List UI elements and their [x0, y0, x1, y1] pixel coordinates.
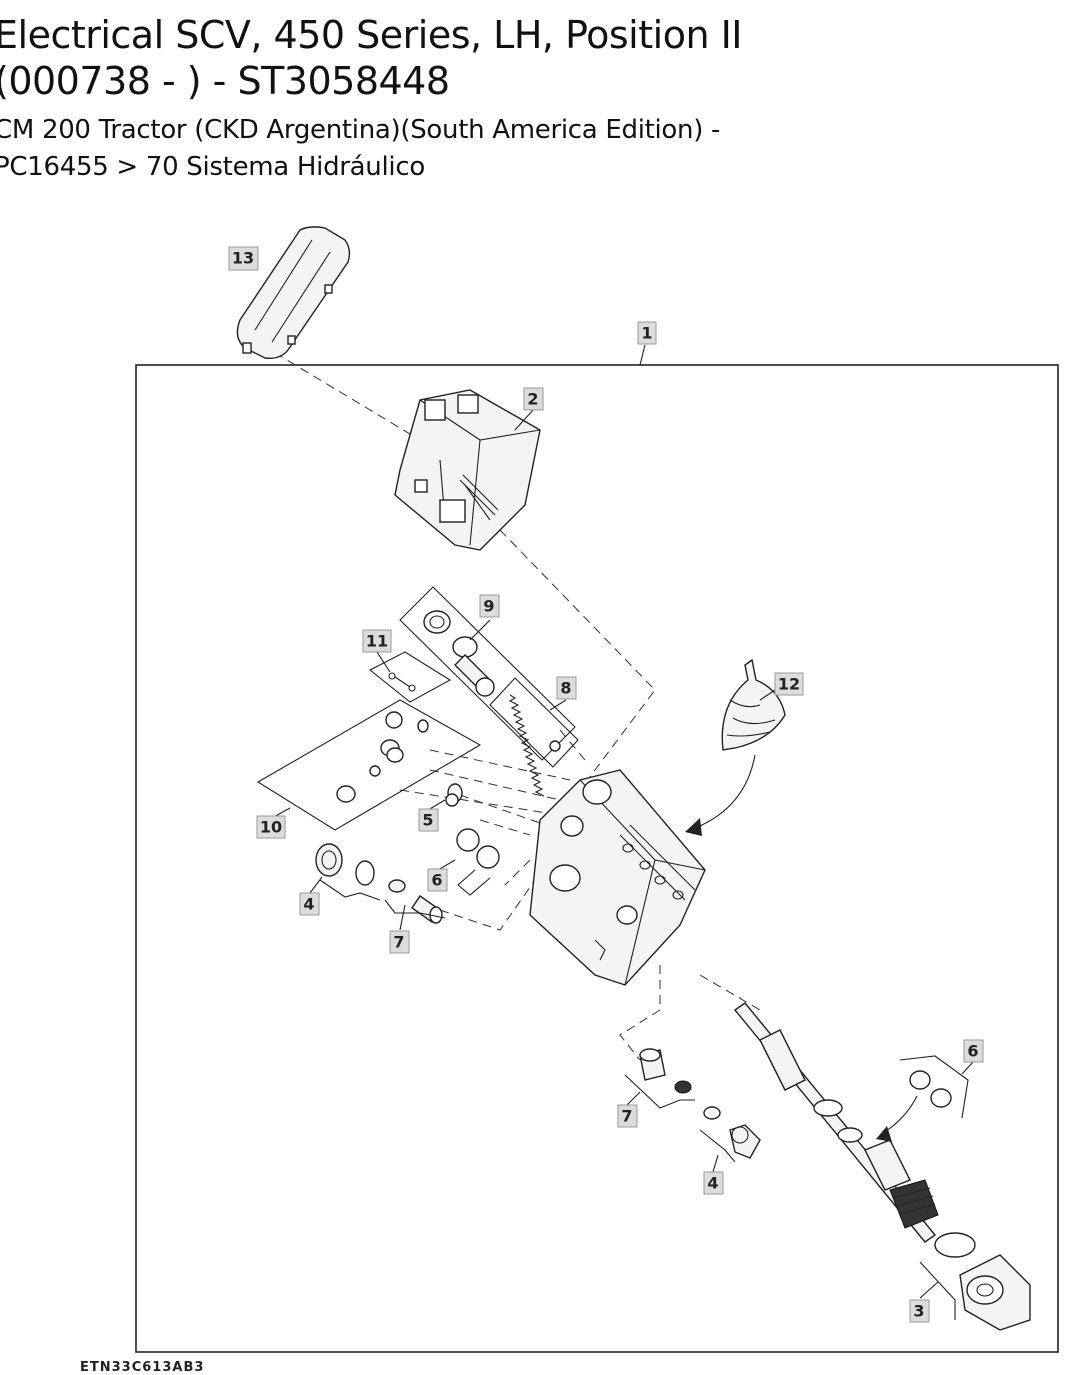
- svg-text:4: 4: [303, 895, 314, 914]
- callout-4-lower: 4: [703, 1171, 724, 1195]
- part-11-group: [368, 651, 452, 703]
- valve-body-part: [529, 769, 706, 986]
- breadcrumb-model: CM 200 Tractor (CKD Argentina)(South Ame…: [0, 115, 721, 145]
- svg-text:2: 2: [527, 390, 538, 409]
- svg-text:8: 8: [560, 679, 571, 698]
- plug-part: [445, 783, 463, 807]
- callout-12: 12: [774, 672, 804, 696]
- electronic-module-part: [236, 226, 351, 360]
- callout-5: 5: [418, 808, 439, 832]
- svg-text:9: 9: [483, 597, 494, 616]
- callout-6-lower: 6: [963, 1039, 984, 1063]
- assembly-frame: [135, 364, 1059, 1353]
- svg-text:5: 5: [422, 811, 433, 830]
- hardware-bag-part: [721, 658, 786, 751]
- callout-1: 1: [637, 321, 657, 345]
- page-title-serial: (000738 - ) - ST3058448: [0, 59, 450, 103]
- callout-6-upper: 6: [427, 868, 448, 892]
- figure-code: ETN33C613AB3: [80, 1360, 205, 1375]
- cap-part-upper: [315, 843, 381, 901]
- callout-7-lower: 7: [617, 1104, 638, 1128]
- callout-9: 9: [479, 594, 500, 618]
- callout-2: 2: [523, 387, 544, 411]
- callout-3: 3: [909, 1299, 930, 1323]
- parts-diagram: 1 2 3 4 4 5 6 6 7 7 8 9 10 11 12 13: [135, 226, 1059, 1353]
- orings-part-lower: [876, 1055, 969, 1142]
- svg-text:11: 11: [366, 632, 388, 651]
- callout-13: 13: [228, 246, 259, 271]
- cap-part-lower: [699, 1106, 761, 1163]
- callout-11: 11: [362, 629, 392, 653]
- callout-7-upper: 7: [389, 930, 410, 954]
- poppet-part-upper: [384, 879, 446, 924]
- alignment-lines: [261, 344, 761, 1061]
- end-cap-part: [919, 1232, 1031, 1331]
- arrow-icon: [685, 754, 756, 836]
- spool-part: [733, 1002, 939, 1243]
- solenoid-housing-part: [394, 389, 541, 551]
- svg-text:7: 7: [621, 1107, 632, 1126]
- callout-10: 10: [256, 815, 286, 839]
- svg-text:13: 13: [232, 249, 254, 268]
- part-9-group: [399, 586, 576, 761]
- breadcrumb-section: PC16455 > 70 Sistema Hidráulico: [0, 152, 425, 182]
- svg-text:12: 12: [778, 675, 800, 694]
- svg-text:7: 7: [393, 933, 404, 952]
- callout-8: 8: [556, 676, 577, 700]
- orings-part-upper: [456, 828, 500, 896]
- svg-text:3: 3: [913, 1302, 924, 1321]
- part-10-orings-group: [256, 699, 482, 831]
- page-title: Electrical SCV, 450 Series, LH, Position…: [0, 13, 743, 57]
- poppet-part-lower: [624, 1048, 695, 1109]
- svg-text:10: 10: [260, 818, 282, 837]
- svg-text:4: 4: [707, 1174, 718, 1193]
- svg-text:6: 6: [431, 871, 442, 890]
- part-8-spring-group: [489, 677, 579, 797]
- svg-text:1: 1: [641, 324, 652, 343]
- svg-text:6: 6: [967, 1042, 978, 1061]
- callout-4-upper: 4: [299, 892, 320, 916]
